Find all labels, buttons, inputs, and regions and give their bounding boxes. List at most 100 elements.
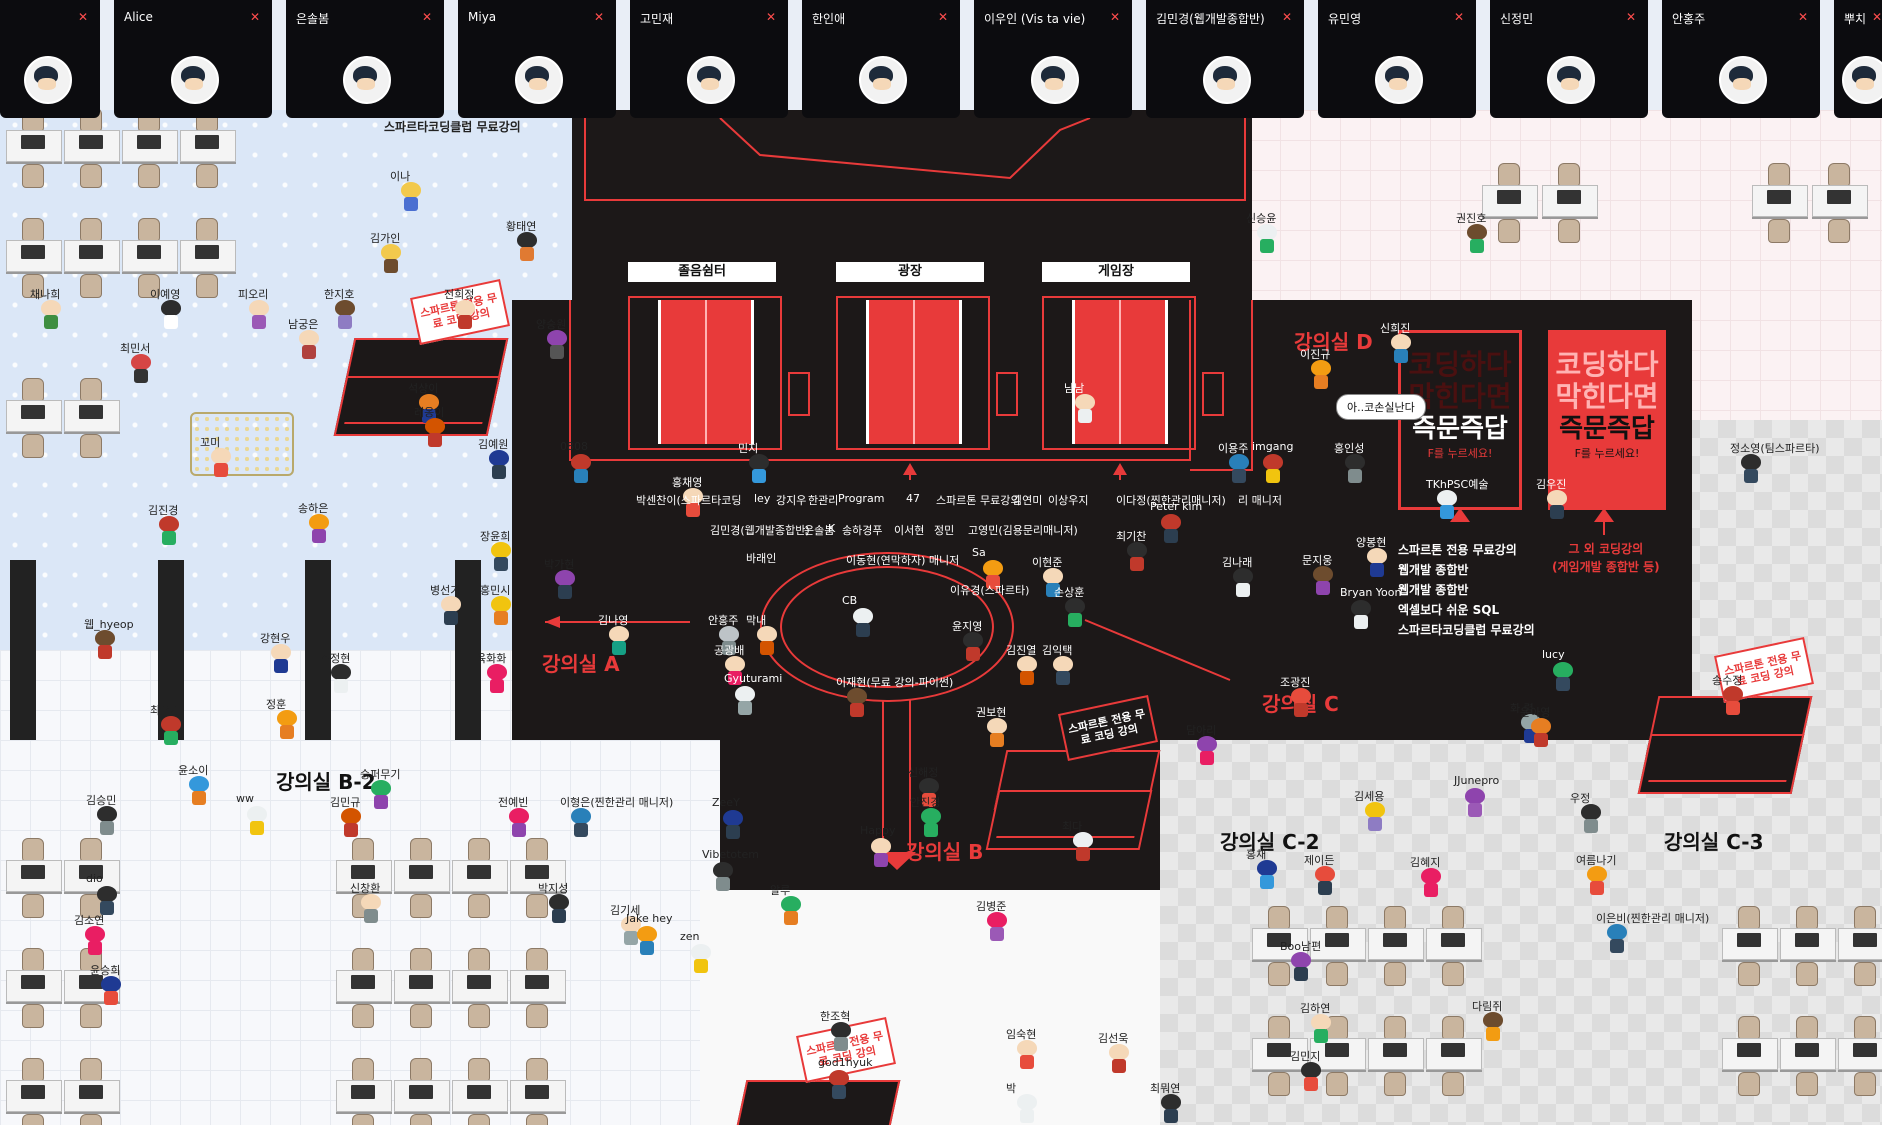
player-avatar[interactable] [1196,736,1218,766]
chair[interactable] [1384,962,1406,986]
elevator-button[interactable] [788,372,810,416]
mic-muted-icon[interactable]: ✕ [1109,10,1120,24]
chair[interactable] [410,1004,432,1028]
chair[interactable] [1854,962,1876,986]
door-plaza[interactable] [836,296,990,450]
elevator-button[interactable] [996,372,1018,416]
mic-muted-icon[interactable]: ✕ [1871,10,1882,24]
player-avatar[interactable] [1606,924,1628,954]
player-avatar[interactable] [1300,1062,1322,1092]
player-avatar[interactable] [1312,566,1334,596]
player-avatar[interactable] [1580,804,1602,834]
player-avatar[interactable] [734,686,756,716]
chair[interactable] [196,164,218,188]
player-avatar[interactable] [1364,802,1386,832]
player-avatar[interactable] [270,644,292,674]
video-tile[interactable]: 고민재✕ [630,0,788,118]
player-avatar[interactable] [870,838,892,868]
player-avatar[interactable] [1074,394,1096,424]
player-avatar[interactable] [1042,568,1064,598]
player-avatar[interactable] [1072,832,1094,862]
player-avatar[interactable] [1482,1012,1504,1042]
player-avatar[interactable] [160,716,182,746]
chair[interactable] [1384,1072,1406,1096]
player-avatar[interactable] [276,710,298,740]
player-avatar[interactable] [440,596,462,626]
chair[interactable] [138,164,160,188]
player-avatar[interactable] [454,300,476,330]
player-avatar[interactable] [40,300,62,330]
player-avatar[interactable] [570,808,592,838]
video-tile[interactable]: 은솔봄✕ [286,0,444,118]
course-item[interactable]: 웹개발 종합반 [1398,583,1469,597]
player-avatar[interactable] [1052,656,1074,686]
chair[interactable] [1268,1072,1290,1096]
player-avatar[interactable] [1290,688,1312,718]
chair[interactable] [80,164,102,188]
course-item[interactable]: 스파르톤 전용 무료강의 [1398,543,1517,557]
player-avatar[interactable] [96,886,118,916]
player-avatar[interactable] [130,354,152,384]
video-tile[interactable]: ✕ [0,0,100,118]
door-game-room[interactable] [1042,296,1196,450]
player-avatar[interactable] [1256,860,1278,890]
player-avatar[interactable] [246,806,268,836]
player-avatar[interactable] [1290,952,1312,982]
player-avatar[interactable] [370,780,392,810]
player-avatar[interactable] [298,330,320,360]
player-avatar[interactable] [1160,1094,1182,1124]
chair[interactable] [22,164,44,188]
mic-muted-icon[interactable]: ✕ [421,10,432,24]
player-avatar[interactable] [400,182,422,212]
player-avatar[interactable] [424,418,446,448]
chair[interactable] [1442,962,1464,986]
player-avatar[interactable] [210,448,232,478]
chair[interactable] [1268,962,1290,986]
chair[interactable] [1326,1072,1348,1096]
player-avatar[interactable] [1160,514,1182,544]
player-avatar[interactable] [1740,454,1762,484]
player-avatar[interactable] [718,626,740,656]
player-avatar[interactable] [690,944,712,974]
player-avatar[interactable] [508,808,530,838]
course-item[interactable]: 스파르타코딩클럽 무료강의 [1398,623,1535,637]
video-tile[interactable]: Alice✕ [114,0,272,118]
player-avatar[interactable] [486,664,508,694]
chair[interactable] [526,1114,548,1125]
chair[interactable] [1828,219,1850,243]
chair[interactable] [22,434,44,458]
video-tile[interactable]: 뿌치✕ [1834,0,1882,118]
player-avatar[interactable] [360,894,382,924]
player-avatar[interactable] [1256,224,1278,254]
chair[interactable] [1498,219,1520,243]
player-avatar[interactable] [334,300,356,330]
video-tile[interactable]: 한인애✕ [802,0,960,118]
chair[interactable] [468,1114,490,1125]
free-lecture-book[interactable] [733,1080,901,1125]
chair[interactable] [526,894,548,918]
player-avatar[interactable] [554,570,576,600]
chair[interactable] [80,1114,102,1125]
chair[interactable] [22,1004,44,1028]
player-avatar[interactable] [1466,224,1488,254]
player-avatar[interactable] [920,808,942,838]
player-avatar[interactable] [712,862,734,892]
chair[interactable] [1768,219,1790,243]
player-avatar[interactable] [722,810,744,840]
player-avatar[interactable] [248,300,270,330]
player-avatar[interactable] [1016,656,1038,686]
player-avatar[interactable] [748,454,770,484]
player-avatar[interactable] [1126,542,1148,572]
player-avatar[interactable] [1530,718,1552,748]
player-avatar[interactable] [94,630,116,660]
player-avatar[interactable] [1546,490,1568,520]
player-avatar[interactable] [962,632,984,662]
mic-muted-icon[interactable]: ✕ [77,10,88,24]
player-avatar[interactable] [608,626,630,656]
player-avatar[interactable] [570,454,592,484]
chair[interactable] [1796,962,1818,986]
player-avatar[interactable] [756,626,778,656]
player-avatar[interactable] [516,232,538,262]
player-avatar[interactable] [1344,454,1366,484]
